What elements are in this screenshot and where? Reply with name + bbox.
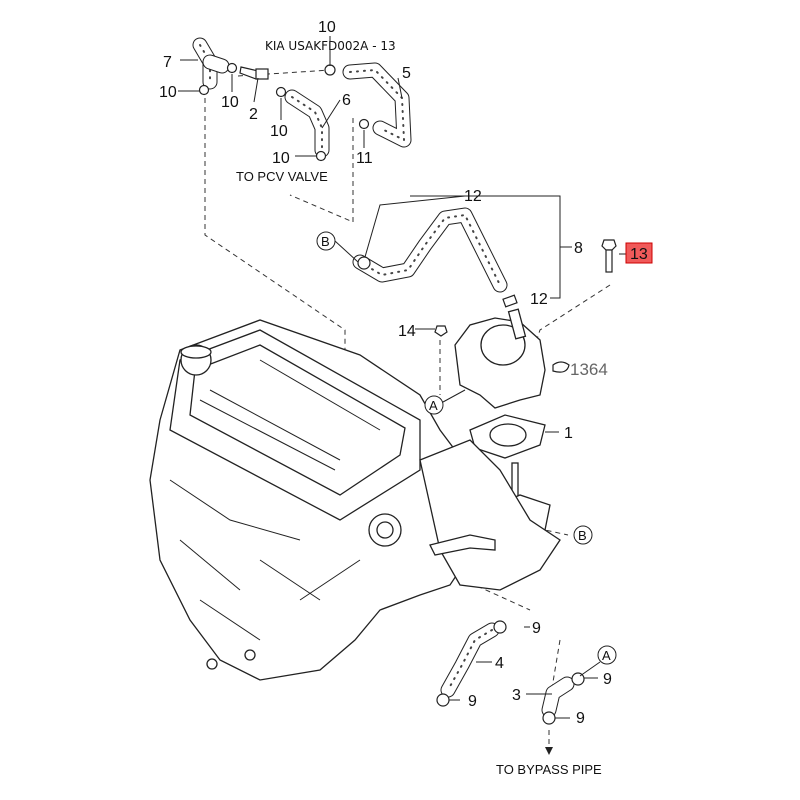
callout-3[interactable]: 3: [512, 687, 521, 704]
callout-10[interactable]: 10: [272, 150, 290, 167]
callout-8[interactable]: 8: [574, 240, 583, 257]
clamp-9d: [542, 711, 556, 725]
marker-a: A: [429, 398, 438, 413]
clamp-9b: [436, 693, 450, 707]
clamp-12b: [502, 294, 518, 308]
marker-a-circle: [424, 395, 444, 415]
hose-6: [284, 89, 330, 158]
callout-5[interactable]: 5: [402, 65, 411, 82]
callout-9[interactable]: 9: [576, 710, 585, 727]
callout-11[interactable]: 11: [356, 150, 373, 167]
callout-13-highlight: [625, 242, 653, 264]
callout-10[interactable]: 10: [318, 19, 336, 36]
hose-7: [192, 37, 230, 90]
callout-12[interactable]: 12: [464, 188, 482, 205]
clamp-12a: [357, 256, 371, 270]
callout-10[interactable]: 10: [221, 94, 239, 111]
to-bypass-pipe-note: TO BYPASS PIPE: [496, 762, 602, 777]
leader-lines: [178, 36, 626, 719]
callout-2[interactable]: 2: [249, 106, 258, 123]
to-pcv-valve-note: TO PCV VALVE: [236, 169, 328, 184]
callout-1[interactable]: 1: [564, 425, 573, 442]
hose-clamps: [198, 62, 370, 162]
marker-a: A: [602, 648, 611, 663]
marker-a-circle: [597, 645, 617, 665]
callout-6[interactable]: 6: [342, 92, 351, 109]
clamp-9a: [493, 620, 507, 634]
callout-10[interactable]: 10: [159, 84, 177, 101]
throttle-body: [454, 308, 570, 409]
marker-b: B: [321, 234, 330, 249]
connection-markers: B A B A: [316, 231, 617, 677]
clamp-9c: [571, 672, 585, 686]
callouts: 7 10 10 2 10 5 6 10 10 11 TO PCV VALVE 1…: [159, 19, 653, 777]
marker-b-circle: [573, 525, 593, 545]
pcv-valve-2: [239, 66, 269, 80]
hose-5: [342, 62, 412, 148]
callout-9[interactable]: 9: [603, 671, 612, 688]
callout-9[interactable]: 9: [532, 620, 541, 637]
callout-1364[interactable]: 1364: [570, 360, 608, 379]
callout-4[interactable]: 4: [495, 655, 504, 672]
callout-13[interactable]: 13: [630, 246, 648, 263]
callout-7[interactable]: 7: [163, 54, 172, 71]
engine-block: [149, 319, 561, 681]
callout-12[interactable]: 12: [530, 291, 548, 308]
hose-8: [352, 207, 508, 293]
callout-9[interactable]: 9: [468, 693, 477, 710]
callout-14[interactable]: 14: [398, 323, 416, 340]
hose-3: [541, 676, 575, 718]
arrow-down-icon: [545, 747, 553, 755]
callout-10[interactable]: 10: [270, 123, 288, 140]
marker-b: B: [578, 528, 587, 543]
gasket-1: [469, 414, 546, 459]
nut-14: [434, 325, 448, 337]
bolt-13: [601, 239, 617, 273]
hose-4: [440, 622, 500, 698]
